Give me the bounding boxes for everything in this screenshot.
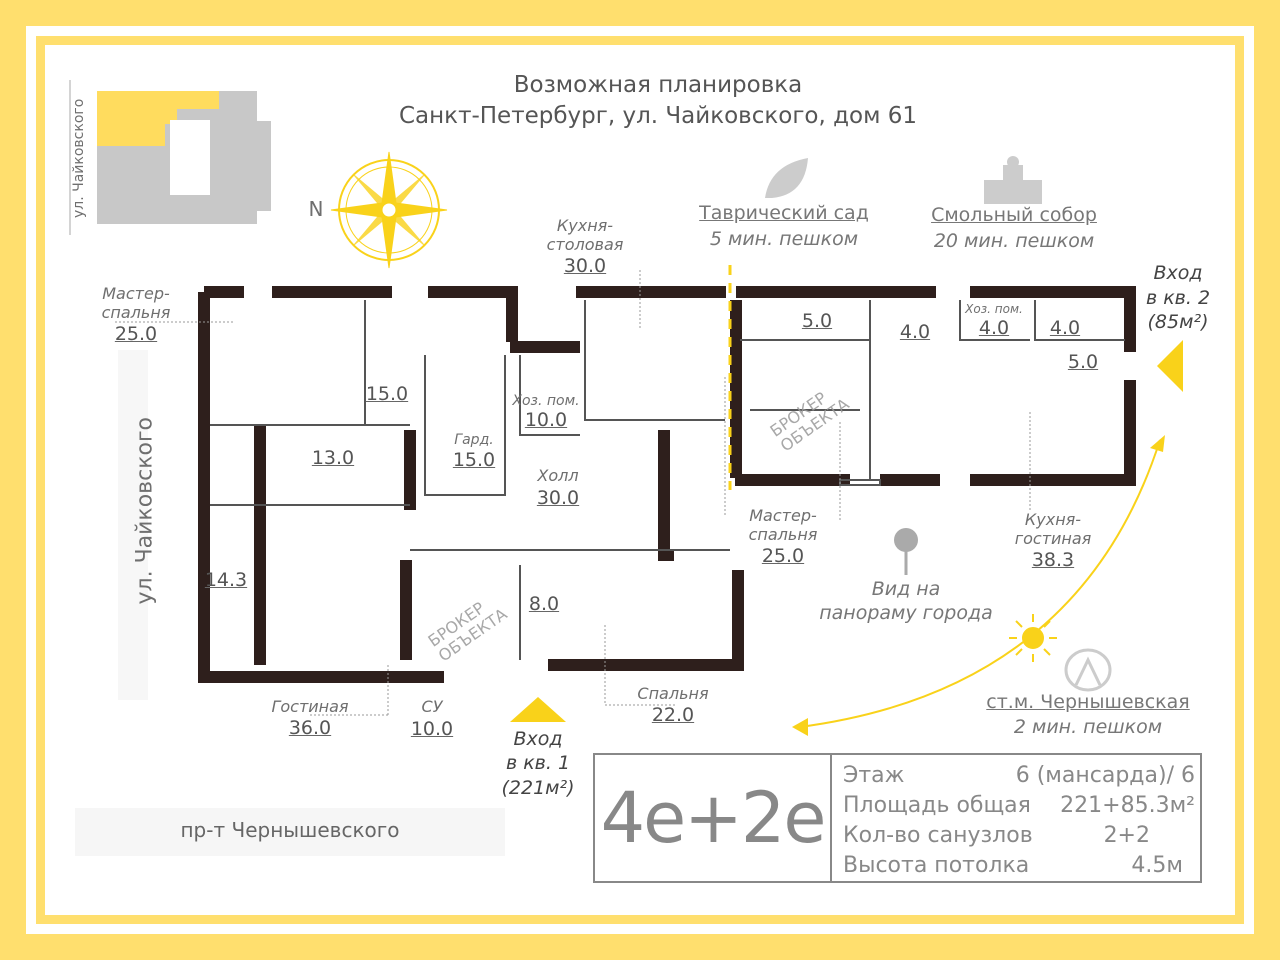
room-area: 5.0 [801, 310, 833, 332]
room-name: Хоз. пом. [965, 302, 1023, 316]
poi-cathedral-name: Смольный собор [931, 204, 1097, 226]
room-name: Гостиная [271, 697, 349, 716]
room-name: Мастер- [102, 284, 170, 303]
leaf-icon [765, 158, 808, 198]
sun-icon [1009, 614, 1057, 662]
info-label: Площадь общая [843, 793, 1031, 818]
room-area: 25.0 [761, 545, 805, 567]
metro-icon [1064, 648, 1112, 692]
room-area: 4.0 [978, 317, 1010, 339]
poi-garden-time: 5 мин. пешком [709, 228, 859, 250]
entrance-1-area: (221м²) [501, 777, 575, 799]
entrance-2-label: в кв. 2 [1145, 287, 1211, 309]
street-label-bottom: пр-т Чернышевского [180, 818, 400, 842]
compass-north-label: N [308, 197, 324, 221]
pin-icon [894, 528, 918, 575]
info-label: Кол-во санузлов [843, 823, 1033, 848]
entrance-2-label: Вход [1153, 262, 1203, 284]
frame [36, 36, 1244, 924]
apartment-type: 4е+2е [595, 755, 832, 881]
title-line-2: Санкт-Петербург, ул. Чайковского, дом 61 [398, 103, 918, 129]
site-plan-icon [69, 80, 271, 235]
poi-metro-name: ст.м. Чернышевская [986, 691, 1190, 713]
room-area: 10.0 [410, 718, 454, 740]
poi-metro-time: 2 мин. пешком [1013, 716, 1163, 738]
info-value: 2+2 [1103, 823, 1150, 848]
room-area: 30.0 [563, 255, 607, 277]
room-name: спальня [748, 525, 818, 544]
room-name: Мастер- [749, 506, 817, 525]
room-name: гостиная [1014, 529, 1092, 548]
room-name: Кухня- [1024, 510, 1082, 529]
poi-view-line1: Вид на [871, 578, 941, 600]
room-name: столовая [546, 235, 624, 254]
room-name: Хоз. пом. [512, 393, 580, 409]
room-area: 15.0 [365, 383, 409, 405]
entrance-1-label: Вход [513, 728, 563, 750]
room-name: СУ [421, 697, 443, 716]
room-area: 25.0 [114, 323, 158, 345]
room-area: 4.0 [1049, 317, 1081, 339]
room-name: Спальня [637, 684, 709, 703]
info-row: Этаж 6 (мансарда)/ 6 [843, 763, 1195, 788]
entrance-1-arrow-icon [510, 697, 566, 722]
entrance-1-label: в кв. 1 [505, 752, 571, 774]
room-area: 38.3 [1031, 549, 1075, 571]
room-area: 5.0 [1067, 351, 1099, 373]
interior-walls [210, 300, 1125, 660]
info-value: 221+85.3м² [1060, 793, 1195, 818]
info-box: 4е+2е Этаж 6 (мансарда)/ 6 Площадь общая 2… [593, 753, 1202, 883]
title-line-1: Возможная планировка [513, 72, 803, 98]
poi-cathedral-time: 20 мин. пешком [933, 230, 1095, 252]
walls [198, 286, 1136, 683]
room-area: 13.0 [311, 447, 355, 469]
room-area: 8.0 [528, 593, 560, 615]
room-name: Холл [537, 466, 579, 485]
poi-garden-name: Таврический сад [699, 202, 869, 224]
info-row: Высота потолка 4.5м [843, 853, 1195, 878]
room-area: 22.0 [651, 704, 695, 726]
room-name: спальня [101, 303, 171, 322]
room-area: 14.3 [204, 569, 248, 591]
room-name: Гард. [454, 432, 494, 448]
poi-view-line2: панораму города [819, 602, 993, 624]
info-value: 4.5м [1131, 853, 1183, 878]
room-name: Кухня- [556, 216, 614, 235]
compass-rose-icon [330, 151, 448, 269]
entrance-2-area: (85м²) [1147, 311, 1209, 333]
room-area: 30.0 [536, 487, 580, 509]
street-label-left: ул. Чайковского [132, 416, 158, 605]
room-area: 4.0 [899, 321, 931, 343]
info-row: Кол-во санузлов 2+2 [843, 823, 1195, 848]
room-area: 10.0 [524, 409, 568, 431]
info-row: Площадь общая 221+85.3м² [843, 793, 1195, 818]
info-value: 6 (мансарда)/ 6 [1015, 763, 1195, 788]
info-label: Высота потолка [843, 853, 1030, 878]
room-area: 36.0 [288, 717, 332, 739]
entrance-2-arrow-icon [1157, 340, 1183, 392]
info-label: Этаж [843, 763, 905, 788]
street-label-top: ул. Чайковского [71, 98, 87, 218]
cathedral-icon [984, 156, 1042, 204]
room-area: 15.0 [452, 449, 496, 471]
